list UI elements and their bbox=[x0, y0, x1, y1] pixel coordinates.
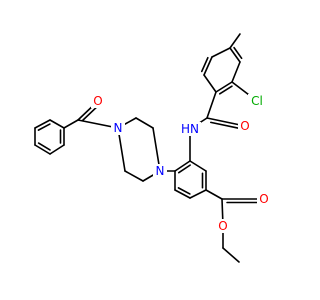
atom-o-amide: O bbox=[238, 119, 252, 133]
atom-label-layer: O N N O HN Cl bbox=[91, 94, 271, 233]
bond-line bbox=[34, 119, 51, 129]
atom-chlorine: Cl bbox=[248, 94, 266, 108]
atom-n-piperazine-right: N bbox=[153, 164, 167, 178]
bond-line bbox=[152, 127, 161, 172]
structure-canvas: O N N O HN Cl bbox=[34, 33, 271, 263]
bond-line bbox=[49, 119, 65, 129]
atom-label-o-ester-carbonyl: O bbox=[259, 192, 268, 206]
bond-line bbox=[49, 144, 65, 155]
bond-line bbox=[37, 123, 51, 131]
bond-line bbox=[222, 247, 240, 263]
bond-line bbox=[63, 119, 79, 129]
bond-line bbox=[189, 189, 207, 199]
bond-line bbox=[117, 127, 126, 172]
bond-line bbox=[174, 189, 191, 199]
atom-label-o-amide: O bbox=[240, 119, 249, 133]
bond-line bbox=[229, 33, 241, 49]
bond-line bbox=[177, 187, 191, 195]
bond-line bbox=[174, 160, 191, 172]
bond-line bbox=[211, 47, 231, 58]
atom-label-n-amide: HN bbox=[181, 122, 199, 136]
bond-line bbox=[189, 160, 207, 172]
atom-n-amide: HN bbox=[179, 122, 201, 136]
bond-line bbox=[34, 144, 51, 155]
bond-line bbox=[37, 142, 51, 151]
bond-line bbox=[231, 61, 241, 83]
atom-o-ester-carbonyl: O bbox=[257, 192, 271, 206]
atom-label-n-piperazine-left: N bbox=[114, 121, 123, 135]
atom-label-o-ester: O bbox=[218, 219, 227, 233]
bond-line bbox=[135, 117, 154, 129]
atom-o-benzoyl: O bbox=[91, 94, 105, 108]
bond-line bbox=[233, 46, 243, 60]
bond-line bbox=[215, 81, 233, 93]
molecule-diagram: O N N O HN Cl bbox=[34, 33, 271, 263]
atom-n-piperazine-left: N bbox=[111, 121, 125, 135]
atom-label-n-piperazine-right: N bbox=[156, 164, 165, 178]
bond-line bbox=[200, 56, 209, 73]
bond-line bbox=[205, 189, 223, 200]
bond-line bbox=[210, 121, 241, 130]
bond-line bbox=[177, 164, 191, 174]
bond-line bbox=[218, 85, 233, 95]
atom-o-ester: O bbox=[216, 219, 230, 233]
bond-line bbox=[229, 47, 241, 63]
atom-label-o-benzoyl: O bbox=[93, 94, 102, 108]
bond-line bbox=[203, 56, 213, 76]
bond-line bbox=[82, 105, 99, 122]
atom-label-chlorine: Cl bbox=[251, 94, 263, 108]
bond-line bbox=[124, 170, 144, 182]
bond-line bbox=[206, 91, 217, 119]
bond-line bbox=[203, 74, 217, 93]
